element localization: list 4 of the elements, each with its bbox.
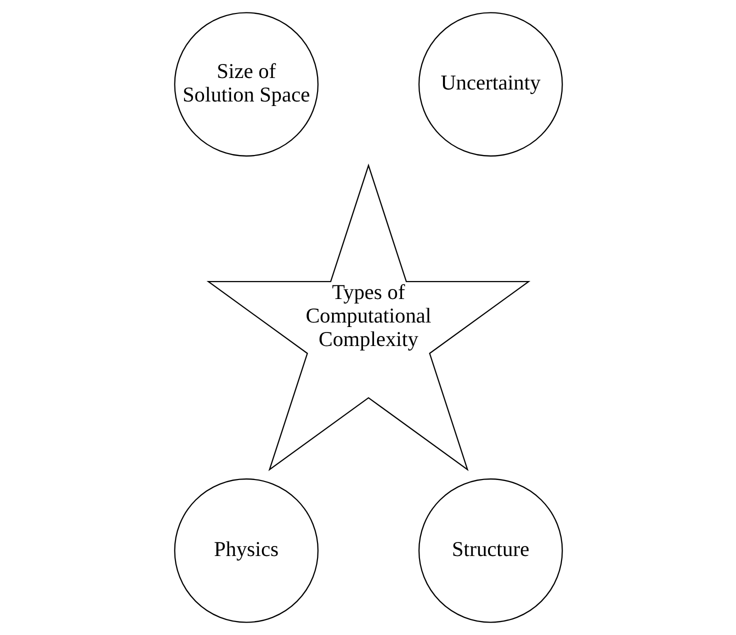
node-circle: Uncertainty xyxy=(418,12,562,157)
node-circle: Physics xyxy=(174,478,318,623)
node-circle: Structure xyxy=(418,478,562,623)
node-circle: Size of Solution Space xyxy=(174,12,318,157)
